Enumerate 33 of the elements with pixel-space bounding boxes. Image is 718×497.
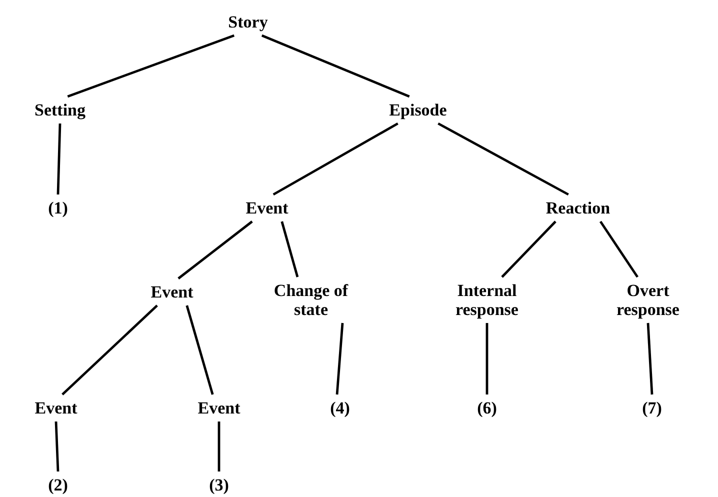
tree-node-label: Reaction xyxy=(546,196,610,220)
tree-node-label: Episode xyxy=(389,98,447,122)
tree-node-label: Event xyxy=(150,280,194,304)
tree-node-label: Event xyxy=(198,396,240,420)
tree-line xyxy=(646,322,654,395)
tree-line xyxy=(501,220,556,278)
tree-line xyxy=(54,421,60,472)
tree-line xyxy=(486,323,488,394)
tree-node-label: Overt response xyxy=(613,278,683,322)
tree-node-label: Event xyxy=(34,396,78,420)
tree-line xyxy=(218,422,220,472)
tree-line xyxy=(336,322,344,395)
tree-line xyxy=(56,123,62,195)
tree-line xyxy=(280,221,299,278)
tree-node-label: (2) xyxy=(48,472,68,497)
tree-node-label: (7) xyxy=(642,396,662,420)
tree-line xyxy=(178,220,253,280)
tree-line xyxy=(438,122,569,196)
tree-node-label: (4) xyxy=(330,396,350,420)
tree-line xyxy=(599,220,638,278)
tree-line xyxy=(272,122,398,196)
tree-line xyxy=(62,304,158,396)
tree-node-label: (6) xyxy=(477,396,497,420)
tree-node-label: Internal response xyxy=(437,278,537,322)
tree-node-label: Setting xyxy=(34,98,86,122)
tree-node-label: Change of state xyxy=(266,278,356,322)
tree-node-label: Story xyxy=(228,10,268,34)
tree-node-label: (1) xyxy=(48,196,68,220)
tree-node-label: (3) xyxy=(209,472,229,497)
tree-line xyxy=(67,34,235,98)
tree-node-label: Event xyxy=(246,196,288,220)
tree-line xyxy=(186,305,214,395)
tree-line xyxy=(261,34,410,98)
